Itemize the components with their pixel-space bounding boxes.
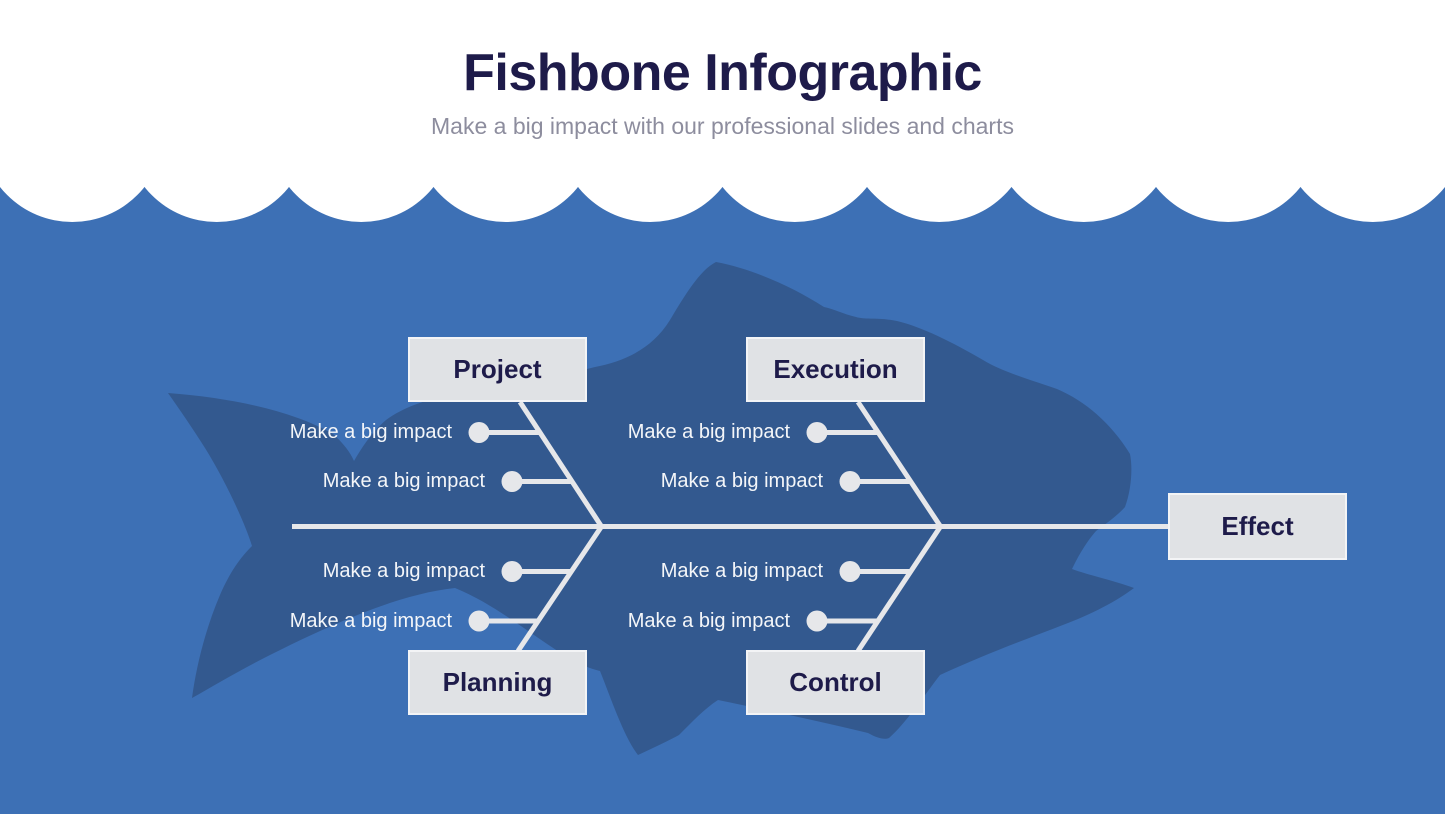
connector-dot-planning-1 (501, 561, 523, 582)
bone-execution (855, 400, 943, 528)
wave-scallop (847, 38, 1032, 222)
category-label-project: Project (453, 354, 542, 384)
connector-dot-project-2 (501, 471, 523, 492)
connector-dot-project-1 (468, 422, 490, 443)
cause-label-planning-1: Make a big impact (322, 560, 485, 582)
category-label-control: Control (789, 667, 882, 697)
category-box-project: Project (408, 337, 587, 402)
cause-label-project-1: Make a big impact (289, 421, 452, 443)
category-box-control: Control (746, 650, 925, 715)
category-label-execution: Execution (773, 354, 898, 384)
page-title: Fishbone Infographic (463, 44, 982, 102)
wave-scallop (1136, 38, 1321, 222)
connector-dot-control-1 (839, 561, 861, 582)
cause-label-project-2: Make a big impact (322, 470, 485, 492)
category-box-execution: Execution (746, 337, 925, 402)
wave-scallop (124, 38, 309, 222)
effect-label: Effect (1221, 511, 1294, 541)
cause-label-planning-2: Make a big impact (289, 610, 452, 632)
connector-dot-planning-2 (468, 610, 490, 632)
cause-label-execution-2: Make a big impact (660, 470, 823, 492)
wave-scallop (991, 38, 1176, 222)
category-label-planning: Planning (442, 667, 553, 697)
bone-control (855, 525, 943, 653)
wave-scallop (1280, 38, 1445, 222)
connector-dot-execution-2 (839, 471, 861, 492)
page-subtitle: Make a big impact with our professional … (431, 113, 1014, 139)
wave-scallop (702, 38, 887, 222)
connector-dot-control-2 (806, 610, 828, 632)
cause-label-control-2: Make a big impact (627, 610, 790, 632)
wave-scallop (558, 38, 743, 222)
cause-label-control-1: Make a big impact (660, 560, 823, 582)
wave-scallop (269, 38, 454, 222)
category-box-planning: Planning (408, 650, 587, 715)
fishbone-skeleton (292, 400, 1168, 653)
bone-project (517, 400, 604, 528)
bone-planning (515, 525, 604, 653)
wave-scallop (0, 38, 165, 222)
wave-edge (0, 38, 1445, 222)
connector-dot-execution-1 (806, 422, 828, 443)
cause-label-execution-1: Make a big impact (627, 421, 790, 443)
wave-scallop (413, 38, 598, 222)
effect-box: Effect (1168, 493, 1347, 560)
